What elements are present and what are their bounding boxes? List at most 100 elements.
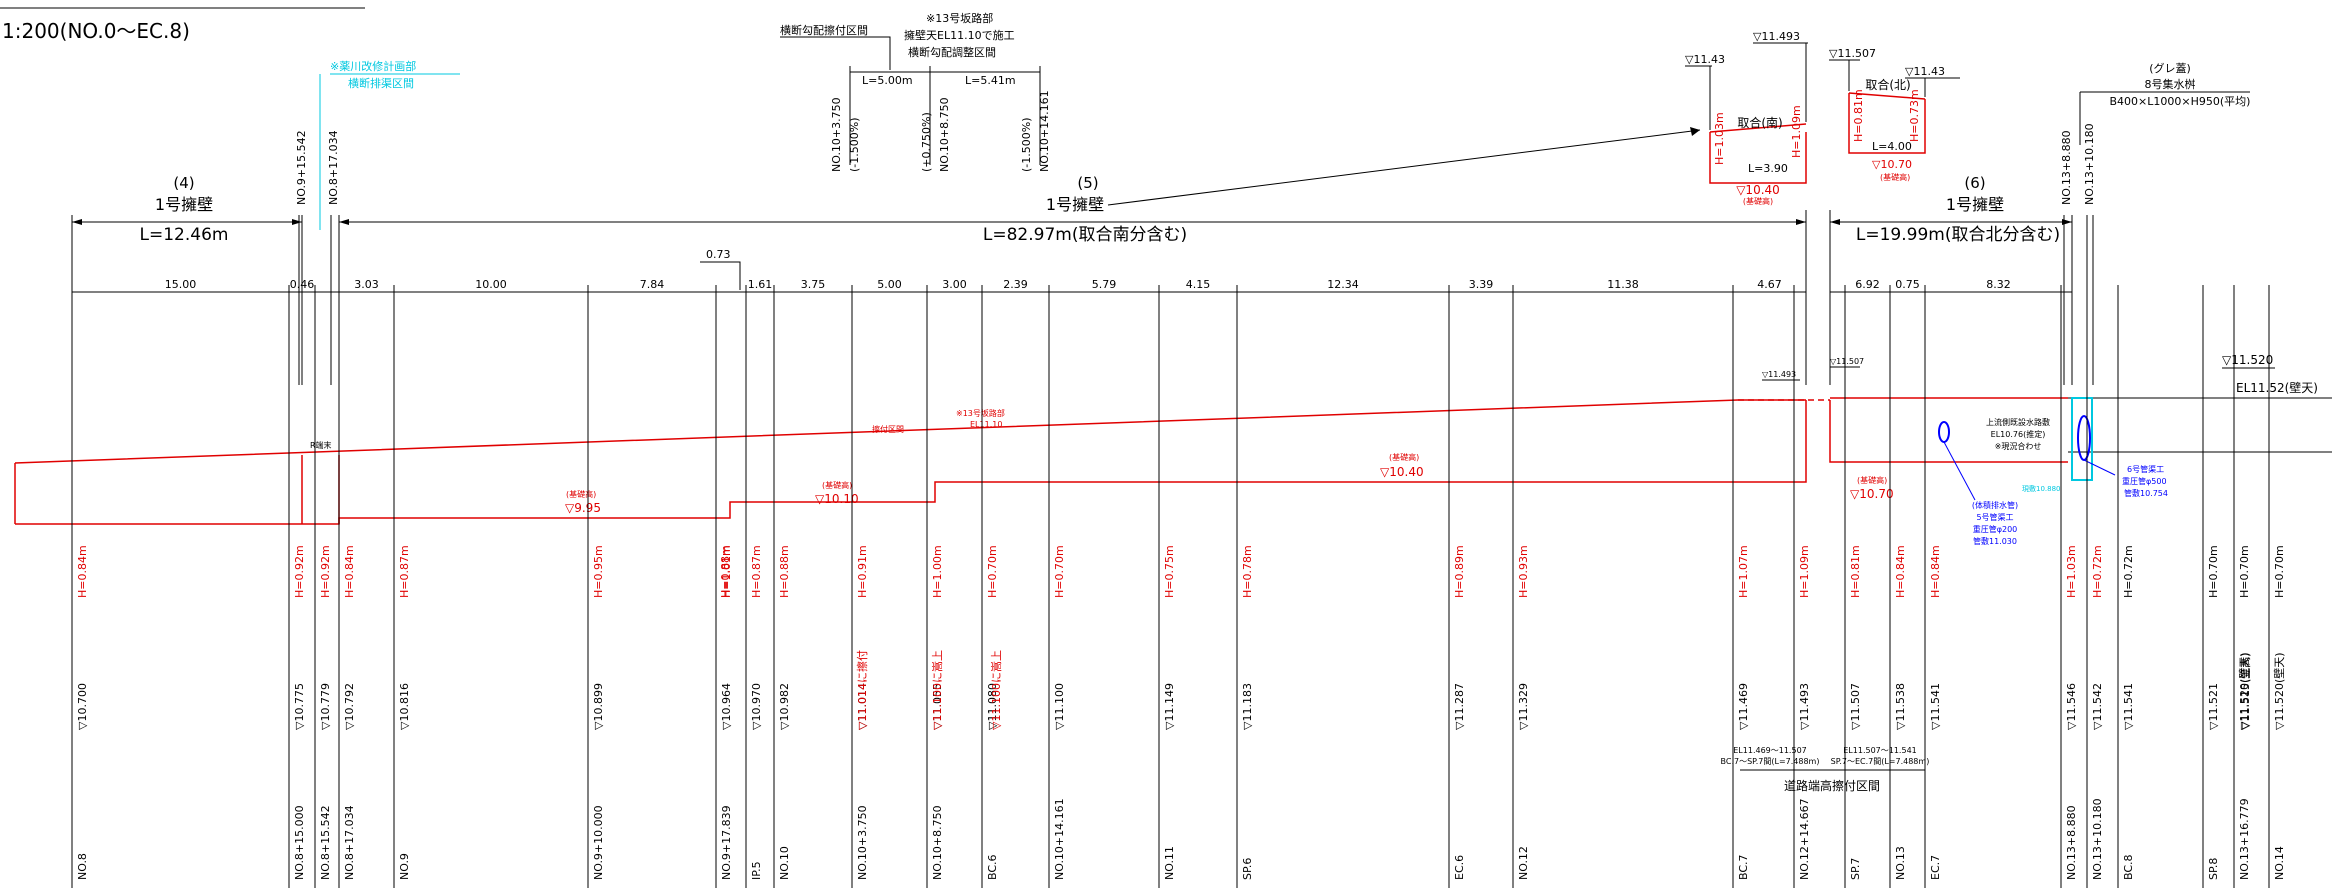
level-label: ▽10.775 [293, 683, 306, 730]
wall-4-length: L=12.46m [140, 225, 229, 245]
extra-level-label: ▽11.100に嵩上 [931, 650, 944, 730]
existing-level: 現敷10.880 [2022, 484, 2061, 493]
note13-line1: ※13号坂路部 [926, 11, 993, 25]
level-label: ▽11.520(壁天) [2272, 652, 2286, 730]
box-south-base: ▽10.40 [1736, 183, 1780, 197]
segment-label: 11.38 [1607, 278, 1639, 291]
fit-section: 擦付区間 [872, 424, 904, 434]
level-label: ▽11.287 [1453, 683, 1466, 730]
segment-label: 4.15 [1186, 278, 1211, 291]
catch-basin-note: (グレ蓋) 8号集水桝 B400×L1000×H950(平均) [2079, 61, 2250, 145]
segment-label: 0.75 [1895, 278, 1920, 291]
segment-label: 7.84 [640, 278, 665, 291]
station-name: NO.13 [1894, 846, 1907, 880]
el-range-1-l2: BC.7〜SP.7間(L=7.488m) [1721, 757, 1820, 766]
catch-basin-line1: (グレ蓋) [2149, 61, 2191, 75]
box-south-h-left: H=1.03m [1713, 112, 1726, 165]
station-columns: H=0.84m▽10.700NO.8H=0.92m▽10.775NO.8+15.… [71, 285, 2286, 888]
extra-labels: ▽11.014に擦付▽11.100に嵩上▽11.100に嵩上H=0.88m▽11… [719, 545, 2252, 730]
crossfall-section-label: 横断勾配擦付区間 [780, 23, 868, 37]
station-name: NO.8 [76, 853, 89, 880]
box-south-title: 取合(南) [1737, 115, 1782, 130]
wall-5-num: (5) [1077, 174, 1098, 192]
level-label: ▽11.183 [1241, 683, 1254, 730]
station-name: NO.9+10.000 [592, 805, 605, 880]
note13-line3: 横断勾配調整区間 [908, 45, 996, 59]
station-note-3p: (-1.500%) [1020, 118, 1033, 173]
station-name: NO.9 [398, 853, 411, 880]
station-name: NO.8+15.542 [319, 805, 332, 880]
level-label: ▽11.546 [2065, 683, 2078, 730]
level-label: ▽11.541 [1929, 683, 1942, 730]
height-label: H=0.70m [2207, 545, 2220, 598]
height-label: H=1.07m [1737, 545, 1750, 598]
station-name: SP.8 [2207, 858, 2220, 880]
station-note-1: NO.10+3.750 [830, 97, 843, 172]
n13a: ※13号坂路部 [956, 408, 1005, 418]
level-label: ▽11.542 [2091, 683, 2104, 730]
level-label: ▽10.899 [592, 683, 605, 730]
height-label: H=0.84m [1929, 545, 1942, 598]
station-name: SP.6 [1241, 858, 1254, 880]
river-note: ※薬川改修計画部 横断排渠区間 [319, 59, 460, 230]
top-station-label: NO.13+10.180 [2083, 123, 2096, 205]
n13b: EL11.10 [970, 420, 1002, 429]
drain5-l3: 重圧管φ200 [1973, 524, 2018, 534]
box-south: ▽11.43 ▽11.493 取合(南) H=1.03m H=1.09m L=3… [1685, 30, 1808, 206]
height-label: H=0.70m [1053, 545, 1066, 598]
box-north-h-right: H=0.73m [1908, 89, 1921, 142]
level-label: ▽10.970 [750, 683, 763, 730]
height-label: H=0.84m [76, 545, 89, 598]
segment-label: 3.00 [942, 278, 967, 291]
box-north-length: L=4.00 [1872, 140, 1912, 153]
station-name: BC.6 [986, 854, 999, 880]
profile: R端末 擦付区間 ※13号坂路部 EL11.10 (基礎高) ▽9.95 (基礎… [14, 353, 2332, 546]
wall-6-name: 1号擁壁 [1946, 195, 2004, 214]
box-north-top-right: ▽11.43 [1905, 65, 1945, 78]
segment-label: 3.39 [1469, 278, 1494, 291]
station-name: SP.7 [1849, 858, 1862, 880]
height-label: H=0.70m [2238, 545, 2251, 598]
base-1: ▽9.95 [565, 501, 601, 515]
river-note-line1: ※薬川改修計画部 [330, 59, 416, 73]
station-name: EC.7 [1929, 855, 1942, 880]
height-label: H=0.72m [2091, 545, 2104, 598]
top-notes: 横断勾配擦付区間 ※13号坂路部 擁壁天EL11.10で施工 横断勾配調整区間 … [780, 11, 1051, 172]
segment-label: 4.67 [1757, 278, 1782, 291]
station-name: NO.9+17.839 [720, 805, 733, 880]
station-name: NO.10+14.161 [1053, 798, 1066, 880]
segment-label: 3.75 [801, 278, 826, 291]
segment-label: 1.61 [748, 278, 773, 291]
drain5-l1: (体積排水管) [1972, 500, 2018, 510]
river-note-line2: 横断排渠区間 [348, 76, 414, 90]
station-name: NO.10+8.750 [931, 805, 944, 880]
segment-label: 6.92 [1855, 278, 1880, 291]
height-label: H=0.87m [750, 545, 763, 598]
height-label: H=0.70m [2273, 545, 2286, 598]
level-label: ▽11.507 [1849, 683, 1862, 730]
wall-5-length: L=82.97m(取合南分含む) [983, 225, 1187, 245]
level-11507: ▽11.507 [1830, 357, 1864, 366]
box-south-base-note: (基礎高) [1743, 196, 1773, 206]
overall-dimensions [71, 210, 2094, 385]
height-label: H=0.75m [1163, 545, 1176, 598]
segment-label: 3.03 [354, 278, 379, 291]
station-note-1p: (-1.500%) [848, 118, 861, 173]
level-label: ▽11.080 [986, 683, 999, 730]
top-station-label: NO.8+17.034 [327, 130, 340, 205]
height-label: H=0.72m [2122, 545, 2135, 598]
station-note-2p: (+0.750%) [920, 112, 933, 172]
dim-arrows [72, 219, 2072, 225]
extra-level-label: ▽11.014に擦付 [855, 650, 869, 730]
station-column: H=0.70m▽11.520(壁天)NO.13+16.779 [2233, 285, 2251, 888]
segment-label: 5.00 [877, 278, 902, 291]
note13-line2: 擁壁天EL11.10で施工 [904, 28, 1015, 42]
drain6-l2: 重圧管φ500 [2122, 476, 2167, 486]
